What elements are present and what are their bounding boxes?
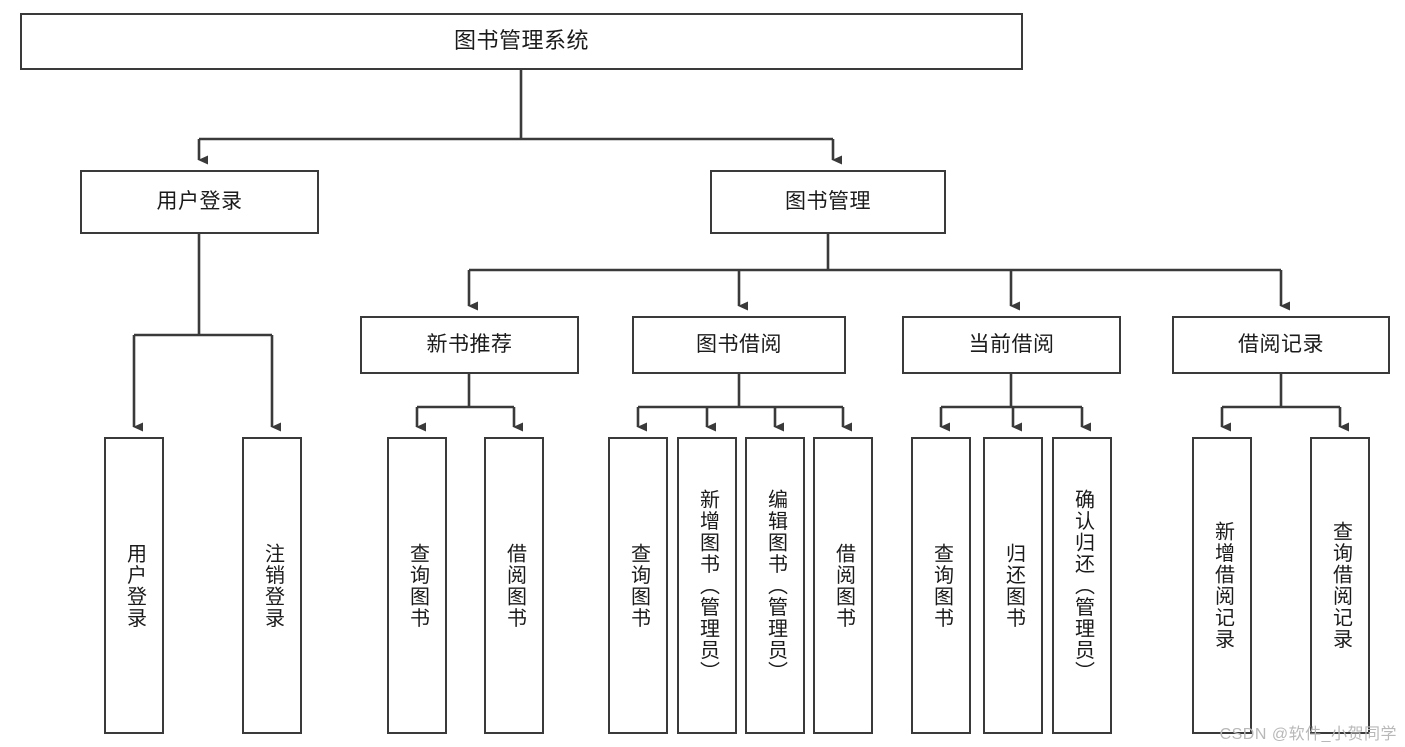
watermark-text: CSDN @软件_小贺同学	[1219, 726, 1397, 743]
node-book-borrow[interactable]: 图书借阅	[632, 316, 846, 374]
node-leaf-edit-book[interactable]: 编辑图书（管理员）	[745, 437, 805, 734]
node-leaf-add-book-label: 新增图书（管理员）	[696, 488, 719, 683]
node-leaf-user-login[interactable]: 用户登录	[104, 437, 164, 734]
node-new-book-rec[interactable]: 新书推荐	[360, 316, 579, 374]
node-new-book-rec-label: 新书推荐	[426, 333, 513, 357]
node-book-manage[interactable]: 图书管理	[710, 170, 946, 234]
node-leaf-borrow-book-1-label: 借阅图书	[503, 542, 526, 629]
node-book-manage-label: 图书管理	[785, 190, 871, 214]
node-borrow-record-label: 借阅记录	[1238, 333, 1324, 357]
node-root-label: 图书管理系统	[453, 28, 589, 54]
node-leaf-borrow-book-1[interactable]: 借阅图书	[484, 437, 544, 734]
node-leaf-add-book[interactable]: 新增图书（管理员）	[677, 437, 737, 734]
node-leaf-query-book-3[interactable]: 查询图书	[911, 437, 971, 734]
node-leaf-edit-book-label: 编辑图书（管理员）	[764, 488, 787, 683]
node-leaf-user-logout[interactable]: 注销登录	[242, 437, 302, 734]
node-leaf-return-book-label: 归还图书	[1002, 542, 1025, 629]
node-leaf-add-record[interactable]: 新增借阅记录	[1192, 437, 1252, 734]
node-leaf-user-logout-label: 注销登录	[261, 542, 284, 629]
node-leaf-query-book-2-label: 查询图书	[627, 542, 650, 629]
node-leaf-user-login-label: 用户登录	[123, 542, 146, 629]
node-current-borrow-label: 当前借阅	[968, 333, 1055, 357]
node-leaf-query-book-2[interactable]: 查询图书	[608, 437, 668, 734]
node-book-borrow-label: 图书借阅	[696, 333, 782, 357]
node-leaf-query-book-1-label: 查询图书	[406, 542, 429, 629]
node-borrow-record[interactable]: 借阅记录	[1172, 316, 1390, 374]
node-root[interactable]: 图书管理系统	[20, 13, 1023, 70]
node-leaf-query-record[interactable]: 查询借阅记录	[1310, 437, 1370, 734]
node-user-login[interactable]: 用户登录	[80, 170, 319, 234]
node-leaf-confirm-return-label: 确认归还（管理员）	[1071, 488, 1094, 683]
node-leaf-confirm-return[interactable]: 确认归还（管理员）	[1052, 437, 1112, 734]
node-leaf-query-record-label: 查询借阅记录	[1329, 521, 1352, 650]
node-leaf-query-book-1[interactable]: 查询图书	[387, 437, 447, 734]
node-leaf-return-book[interactable]: 归还图书	[983, 437, 1043, 734]
node-user-login-label: 用户登录	[156, 190, 243, 214]
node-leaf-query-book-3-label: 查询图书	[930, 542, 953, 629]
node-current-borrow[interactable]: 当前借阅	[902, 316, 1121, 374]
node-leaf-add-record-label: 新增借阅记录	[1211, 521, 1234, 650]
node-leaf-borrow-book-2-label: 借阅图书	[832, 542, 855, 629]
node-leaf-borrow-book-2[interactable]: 借阅图书	[813, 437, 873, 734]
